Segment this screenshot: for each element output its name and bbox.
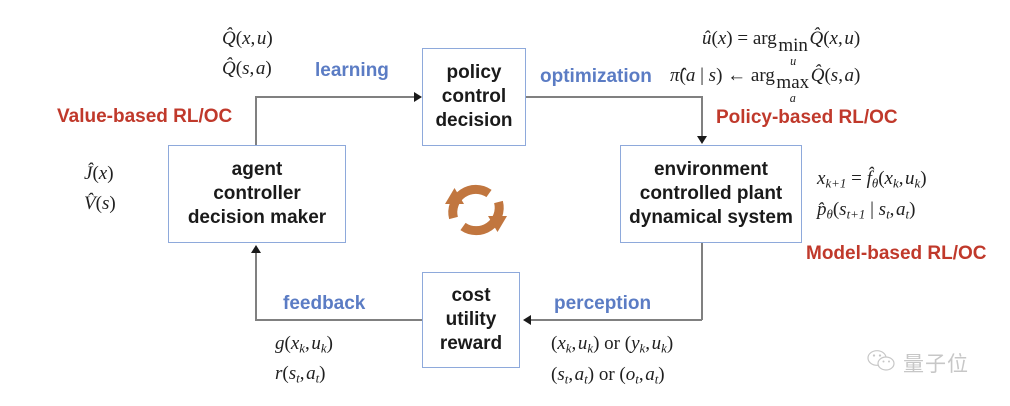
box-policy-control-decision[interactable]: policy control decision	[422, 48, 526, 146]
box-policy-line-3: decision	[435, 110, 513, 132]
connector-policy-to-environment-vertical	[701, 96, 703, 139]
watermark: 量子位	[866, 348, 969, 378]
math-q-sa: Q̂(s, a)	[222, 58, 272, 79]
box-agent-controller[interactable]: agent controller decision maker	[168, 145, 346, 243]
math-obs-control: (xk, uk) or (yk, uk)	[551, 333, 674, 356]
box-policy-line-2: control	[441, 85, 507, 107]
box-environment-line-2: controlled plant	[639, 182, 783, 204]
wechat-icon	[866, 349, 896, 378]
box-cost-line-1: cost	[451, 284, 491, 306]
arrowhead-to-cost	[523, 315, 531, 325]
arrowhead-to-policy	[414, 92, 422, 102]
box-policy-line-1: policy	[446, 61, 502, 83]
box-cost-line-3: reward	[439, 333, 503, 355]
box-cost-utility-reward[interactable]: cost utility reward	[422, 272, 520, 368]
box-environment-plant[interactable]: environment controlled plant dynamical s…	[620, 145, 802, 243]
label-policy-based-rl-oc: Policy-based RL/OC	[716, 107, 898, 128]
label-feedback: feedback	[283, 293, 366, 314]
arrowhead-to-environment	[697, 136, 707, 144]
math-q-xu: Q̂(x, u)	[222, 28, 273, 49]
math-dynamics: xk+1 = f̂θ(xk, uk)	[817, 168, 927, 191]
math-v-s: V̂(s)	[84, 193, 116, 214]
math-obs-rl: (st, at) or (ot, at)	[551, 364, 665, 387]
connector-environment-to-cost-vertical	[701, 243, 703, 320]
connector-policy-to-environment-horizontal	[526, 96, 702, 98]
label-learning: learning	[315, 60, 389, 81]
math-transition: p̂θ(st+1 | st, at)	[817, 199, 916, 222]
math-j-x: Ĵ(x)	[84, 163, 114, 184]
label-perception: perception	[554, 293, 652, 314]
box-agent-line-1: agent	[231, 158, 283, 180]
label-value-based-rl-oc: Value-based RL/OC	[57, 106, 233, 127]
connector-agent-to-policy-vertical	[255, 96, 257, 145]
box-agent-line-3: decision maker	[187, 207, 327, 229]
box-environment-line-3: dynamical system	[629, 207, 793, 229]
connector-cost-to-agent-vertical	[255, 253, 257, 320]
label-model-based-rl-oc: Model-based RL/OC	[806, 243, 987, 264]
watermark-text: 量子位	[903, 352, 969, 376]
box-cost-line-2: utility	[445, 308, 497, 330]
arrowhead-to-agent	[251, 245, 261, 253]
box-agent-line-2: controller	[213, 182, 301, 204]
connector-agent-to-policy-horizontal	[255, 96, 415, 98]
label-optimization: optimization	[540, 66, 652, 87]
math-reward-r: r(st, at)	[275, 363, 326, 386]
box-environment-line-1: environment	[653, 158, 769, 180]
math-cost-g: g(xk, uk)	[275, 333, 333, 356]
connector-cost-to-agent-horizontal	[255, 319, 422, 321]
cycle-refresh-icon	[441, 176, 511, 244]
connector-environment-to-cost-horizontal	[531, 319, 702, 321]
